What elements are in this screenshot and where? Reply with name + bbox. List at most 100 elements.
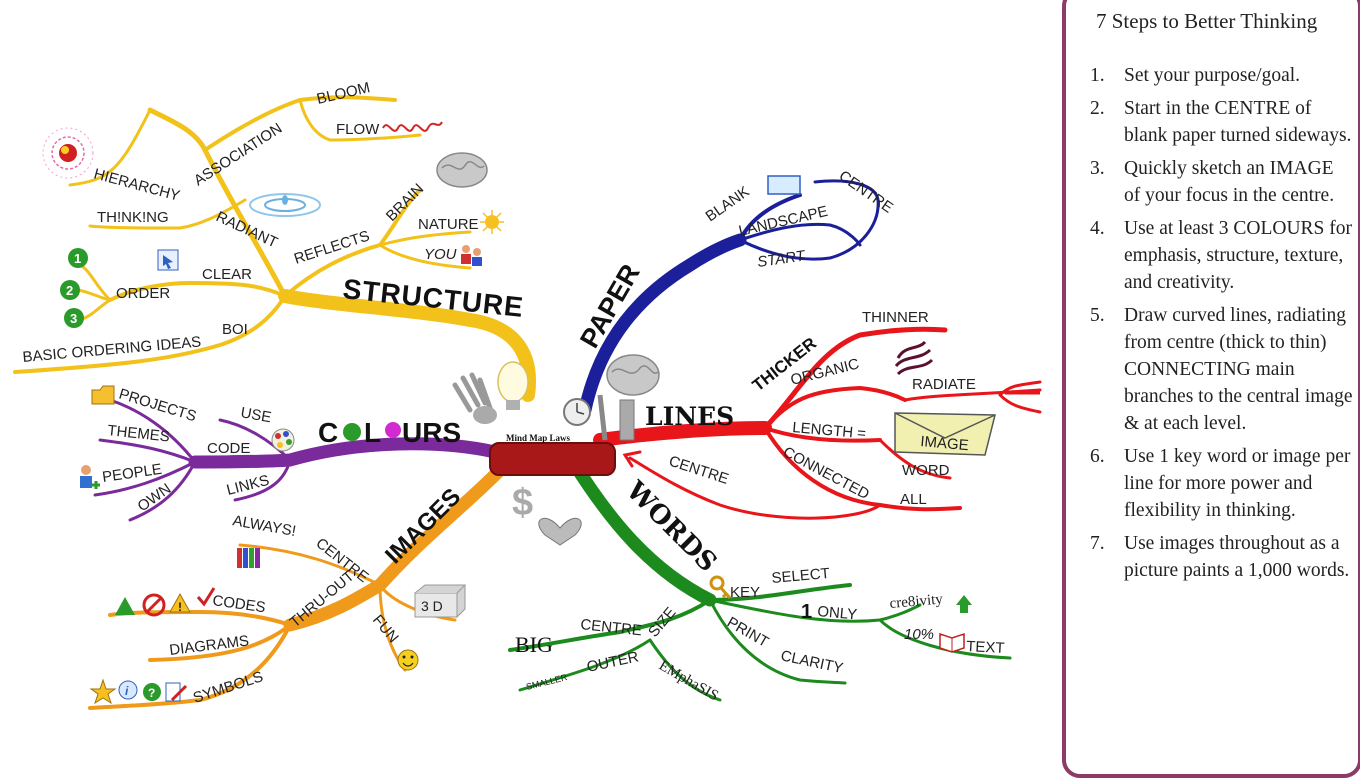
svg-text:$: $ <box>512 482 533 524</box>
label-bloom: BLOOM <box>315 79 372 108</box>
folder-icon <box>91 385 115 405</box>
label-centre-paper: CENTRE <box>836 167 896 216</box>
label-text: TEXT <box>966 638 1005 657</box>
label-use: USE <box>239 404 272 426</box>
steps-list: 1.Set your purpose/goal. 2.Start in the … <box>1090 62 1354 590</box>
label-thinner: THINNER <box>862 309 929 326</box>
label-symbols: SYMBOLS <box>191 668 265 707</box>
triangle-icon <box>115 597 135 615</box>
branch-structure <box>13 95 536 402</box>
label-thicker: THICKER <box>749 334 820 395</box>
label-centre-lines: CENTRE <box>667 453 731 488</box>
label-flow: FLOW <box>336 121 380 138</box>
step-item: 7.Use images throughout as a picture pai… <box>1090 533 1350 581</box>
svg-text:?: ? <box>148 686 155 700</box>
svg-text:!: ! <box>178 600 182 614</box>
svg-text:3: 3 <box>70 311 77 326</box>
label-big: BIG <box>515 632 553 657</box>
colours-title: C L URS <box>318 417 461 448</box>
stopwatch-icon <box>563 398 591 426</box>
lines-title: LINES <box>645 402 734 431</box>
label-start: START <box>756 247 808 271</box>
label-thinking: TH!NK!NG <box>97 209 169 226</box>
people-icon <box>461 245 482 266</box>
label-length: LENGTH = <box>792 419 867 442</box>
label-links: LINKS <box>225 472 271 499</box>
envelope-icon <box>894 412 996 456</box>
label-nature: NATURE <box>418 216 479 233</box>
label-reflects: REFLECTS <box>292 227 372 267</box>
palette-icon <box>271 428 295 452</box>
heart-icon <box>538 517 582 546</box>
star-icon <box>89 678 117 705</box>
svg-text:URS: URS <box>402 417 461 448</box>
label-cre8ivity: cre8ivity <box>889 591 944 612</box>
checkmark-icon <box>196 587 216 607</box>
label-hierarchy: HIERARCHY <box>92 165 182 204</box>
label-print: PRINT <box>724 614 771 651</box>
label-one: 1 <box>801 601 812 623</box>
cursor-icon <box>157 249 179 271</box>
label-projects: PROJECTS <box>117 386 198 426</box>
label-always: ALWAYS! <box>231 512 297 540</box>
label-word: WORD <box>902 462 950 479</box>
words-title: WORDS <box>619 475 722 578</box>
images-title: IMAGES <box>380 483 466 569</box>
spiral-icon <box>894 340 934 376</box>
wave-icon <box>382 121 443 132</box>
label-connected: CONNECTED <box>780 444 872 504</box>
label-people: PEOPLE <box>101 461 163 486</box>
document-icon <box>767 175 801 195</box>
label-fun: FUN <box>369 612 402 647</box>
ripple-icon <box>249 193 321 217</box>
key-icon <box>709 575 732 600</box>
steps-panel: 7 Steps to Better Thinking 1.Set your pu… <box>1062 0 1360 778</box>
step-item: 4.Use at least 3 COLOURS for emphasis, s… <box>1090 218 1353 293</box>
info-icon: i <box>118 680 138 700</box>
panel-title: 7 Steps to Better Thinking <box>1096 9 1318 33</box>
label-image: IMAGE <box>920 433 970 454</box>
lightbulb-icon <box>497 361 529 410</box>
brain-icon <box>606 354 660 396</box>
label-smaller: SMALLER <box>525 672 569 692</box>
number-3-icon: 3 <box>64 308 84 328</box>
label-ten-percent: 10% <box>904 626 934 643</box>
number-1-icon: 1 <box>68 248 88 268</box>
label-outer: OUTER <box>585 648 640 676</box>
label-blank: BLANK <box>703 183 753 225</box>
label-you: YOU <box>424 246 457 263</box>
label-select: SELECT <box>771 565 831 587</box>
branch-words <box>508 458 1012 702</box>
mind-map: $ Mind Map Laws STRUCTURE PAPER LINES WO… <box>13 79 1042 710</box>
step-item: 1.Set your purpose/goal. <box>1090 65 1301 86</box>
label-key: KEY <box>730 584 760 601</box>
up-arrow-icon <box>956 595 972 613</box>
svg-text:2: 2 <box>66 283 73 298</box>
label-boi: BOI <box>222 321 248 338</box>
svg-text:1: 1 <box>74 251 81 266</box>
branch-images <box>88 463 507 710</box>
number-2-icon: 2 <box>60 280 80 300</box>
label-emphasis: EMphaSIS <box>656 658 721 705</box>
label-centre-words: CENTRE <box>580 616 643 639</box>
label-clarity: CLARITY <box>779 647 845 677</box>
dollar-icon: $ <box>512 482 533 524</box>
warning-icon: ! <box>169 592 191 614</box>
step-item: 5.Draw curved lines, radiating from cent… <box>1090 305 1353 434</box>
firework-icon <box>42 127 94 179</box>
branch-paper <box>578 179 880 417</box>
label-order: ORDER <box>116 285 170 302</box>
svg-text:L: L <box>364 417 381 448</box>
user-add-icon <box>80 465 100 489</box>
step-item: 6.Use 1 key word or image per line for m… <box>1090 446 1351 521</box>
3d-box: 3 D <box>414 584 467 619</box>
label-3d: 3 D <box>421 598 443 614</box>
no-icon <box>142 593 166 617</box>
step-item: 3.Quickly sketch an IMAGE of your focus … <box>1090 158 1335 206</box>
branch-colours <box>93 398 502 522</box>
label-only: ONLY <box>817 603 858 623</box>
step-item: 2.Start in the CENTRE of blank paper tur… <box>1090 98 1352 146</box>
book-icon <box>939 632 965 653</box>
svg-text:C: C <box>318 417 338 448</box>
pen-icon <box>165 682 188 702</box>
